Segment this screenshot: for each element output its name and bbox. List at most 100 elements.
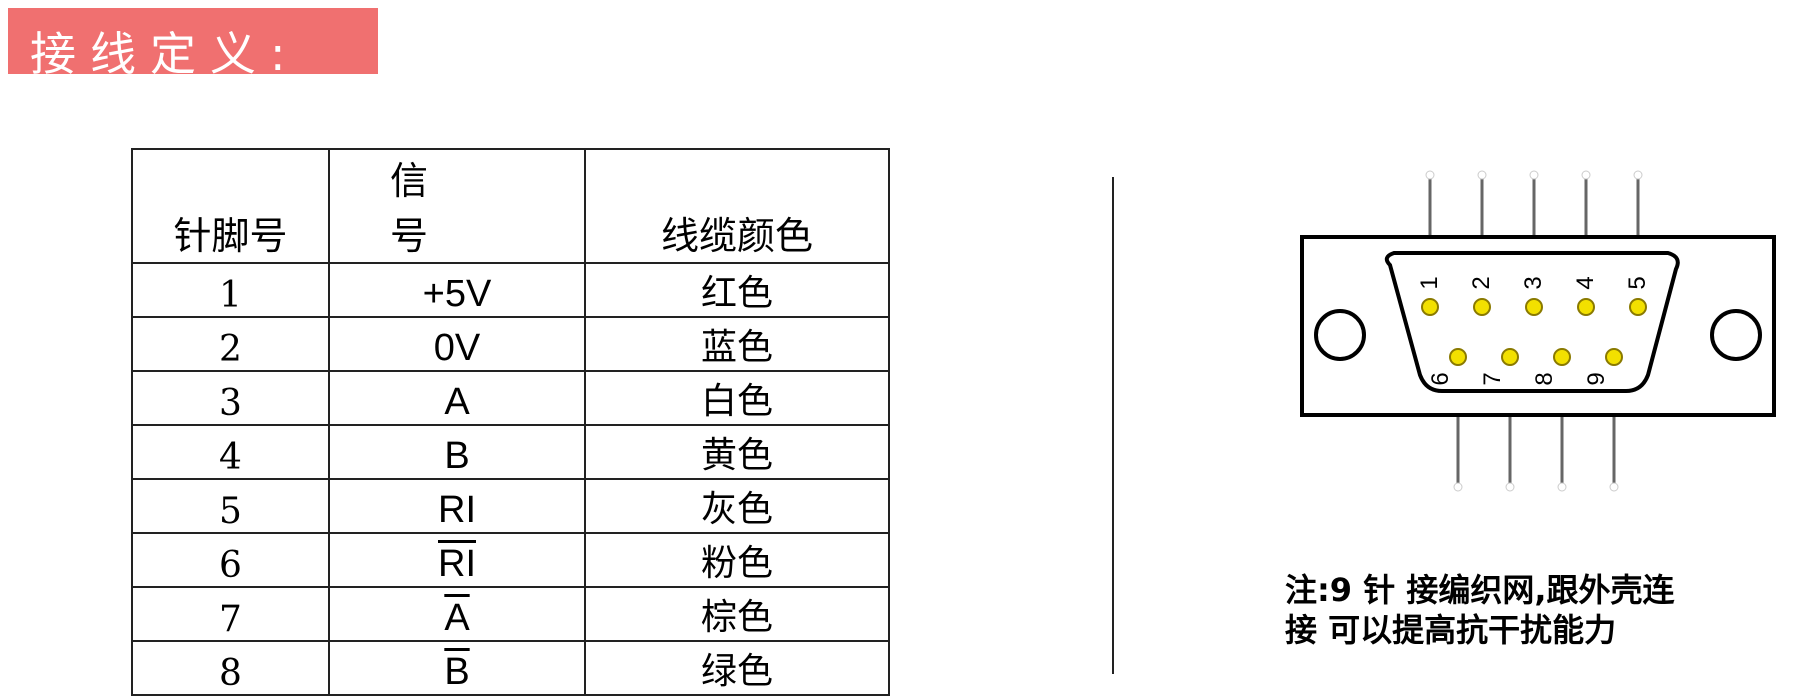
lead-end <box>1529 170 1539 180</box>
pin-number-cell: 8 <box>131 640 330 696</box>
pin-label: 8 <box>1531 372 1558 385</box>
title-banner: 接线定义: <box>8 8 378 81</box>
pin-number-cell-text: 5 <box>219 491 242 532</box>
table-row: 3 A 白色 <box>131 370 890 426</box>
pin-number-cell: 2 <box>131 316 330 372</box>
cable-color-cell: 白色 <box>584 370 890 426</box>
header-cable-color: 线缆颜色 <box>584 148 890 264</box>
signal-cell: A <box>328 370 586 426</box>
left-mount-hole <box>1314 309 1366 361</box>
header-pin: 针脚号 <box>131 148 330 264</box>
note-line-2: 接 可以提高抗干扰能力 <box>1285 611 1617 649</box>
pin-number-cell: 3 <box>131 370 330 426</box>
note-line-1: 注:9 针 接编织网,跟外壳连 <box>1285 571 1675 609</box>
cable-color-cell-text: 黄色 <box>700 435 773 476</box>
pin-number-cell-text: 2 <box>219 329 242 370</box>
pin-number-cell: 7 <box>131 586 330 642</box>
lead-end <box>1505 482 1515 492</box>
pin-number-cell-text: 8 <box>219 653 242 694</box>
signal-cell-text: B <box>444 435 470 477</box>
pin-9 <box>1605 348 1623 366</box>
pin-5 <box>1629 298 1647 316</box>
cable-color-cell-text: 红色 <box>700 273 773 314</box>
pin-number-cell-text: 1 <box>219 275 242 316</box>
pin-number-cell: 4 <box>131 424 330 480</box>
lead-end <box>1477 170 1487 180</box>
cable-color-cell-text: 绿色 <box>700 651 773 692</box>
pin-label: 2 <box>1468 276 1495 289</box>
table-row: 8 B 绿色 <box>131 640 890 696</box>
signal-cell-text: +5V <box>422 273 492 315</box>
signal-cell-text: A <box>444 597 470 639</box>
lead-end <box>1633 170 1643 180</box>
pin-label: 9 <box>1583 372 1610 385</box>
pin-3 <box>1525 298 1543 316</box>
pin-1 <box>1421 298 1439 316</box>
pin-8 <box>1553 348 1571 366</box>
pin-2 <box>1473 298 1491 316</box>
lead-end <box>1425 170 1435 180</box>
signal-cell: RI <box>328 532 586 588</box>
cable-color-cell: 灰色 <box>584 478 890 534</box>
lead-end <box>1453 482 1463 492</box>
pin-number-cell: 5 <box>131 478 330 534</box>
header-signal: 信号 <box>328 148 586 264</box>
signal-cell-text: 0V <box>433 327 481 369</box>
signal-cell: B <box>328 640 586 696</box>
signal-cell: 0V <box>328 316 586 372</box>
signal-cell: A <box>328 586 586 642</box>
cable-color-cell-text: 灰色 <box>700 489 773 530</box>
signal-cell-text: RI <box>438 543 476 585</box>
table-row: 4 B 黄色 <box>131 424 890 480</box>
cable-color-cell-text: 蓝色 <box>700 327 773 368</box>
pin-label: 1 <box>1416 276 1443 289</box>
table-row: 1 +5V 红色 <box>131 262 890 318</box>
pin-label: 3 <box>1520 276 1547 289</box>
pin-number-cell-text: 6 <box>219 545 242 586</box>
pin-label: 4 <box>1572 276 1599 289</box>
cable-color-cell: 蓝色 <box>584 316 890 372</box>
signal-cell: RI <box>328 478 586 534</box>
cable-color-cell-text: 棕色 <box>700 597 773 638</box>
vertical-divider <box>1112 177 1114 674</box>
pin-label: 6 <box>1427 372 1454 385</box>
table-row: 2 0V 蓝色 <box>131 316 890 372</box>
table-header-row: 针脚号 信号 线缆颜色 <box>131 148 890 264</box>
signal-cell-text: B <box>444 651 470 693</box>
signal-cell-text: RI <box>438 489 476 531</box>
cable-color-cell: 黄色 <box>584 424 890 480</box>
lead-end <box>1581 170 1591 180</box>
pin-label: 7 <box>1479 372 1506 385</box>
pin-number-cell-text: 7 <box>219 599 242 640</box>
pin-number-cell: 6 <box>131 532 330 588</box>
signal-cell: B <box>328 424 586 480</box>
lead-end <box>1557 482 1567 492</box>
d-sub-shell <box>1384 251 1680 393</box>
cable-color-cell: 粉色 <box>584 532 890 588</box>
lead-end <box>1609 482 1619 492</box>
pin-4 <box>1577 298 1595 316</box>
pin-6 <box>1449 348 1467 366</box>
pin-7 <box>1501 348 1519 366</box>
cable-color-cell-text: 粉色 <box>700 543 773 584</box>
cable-color-cell-text: 白色 <box>700 381 773 422</box>
shield-note: 注:9 针 接编织网,跟外壳连 接 可以提高抗干扰能力 <box>1285 570 1785 650</box>
right-mount-hole <box>1710 309 1762 361</box>
cable-color-cell: 红色 <box>584 262 890 318</box>
table-row: 7 A 棕色 <box>131 586 890 642</box>
cable-color-cell: 绿色 <box>584 640 890 696</box>
pin-number-cell: 1 <box>131 262 330 318</box>
pin-label: 5 <box>1624 276 1651 289</box>
signal-cell-text: A <box>444 381 470 423</box>
table-row: 5 RI 灰色 <box>131 478 890 534</box>
page-title: 接线定义: <box>30 27 300 81</box>
pin-number-cell-text: 3 <box>219 383 242 424</box>
db9-connector-diagram: 1 2 3 4 5 6 7 8 9 <box>1300 170 1776 492</box>
pin-number-cell-text: 4 <box>219 437 242 478</box>
cable-color-cell: 棕色 <box>584 586 890 642</box>
connector-pins: 1 2 3 4 5 6 7 8 9 <box>1416 276 1651 385</box>
table-row: 6 RI 粉色 <box>131 532 890 588</box>
signal-cell: +5V <box>328 262 586 318</box>
